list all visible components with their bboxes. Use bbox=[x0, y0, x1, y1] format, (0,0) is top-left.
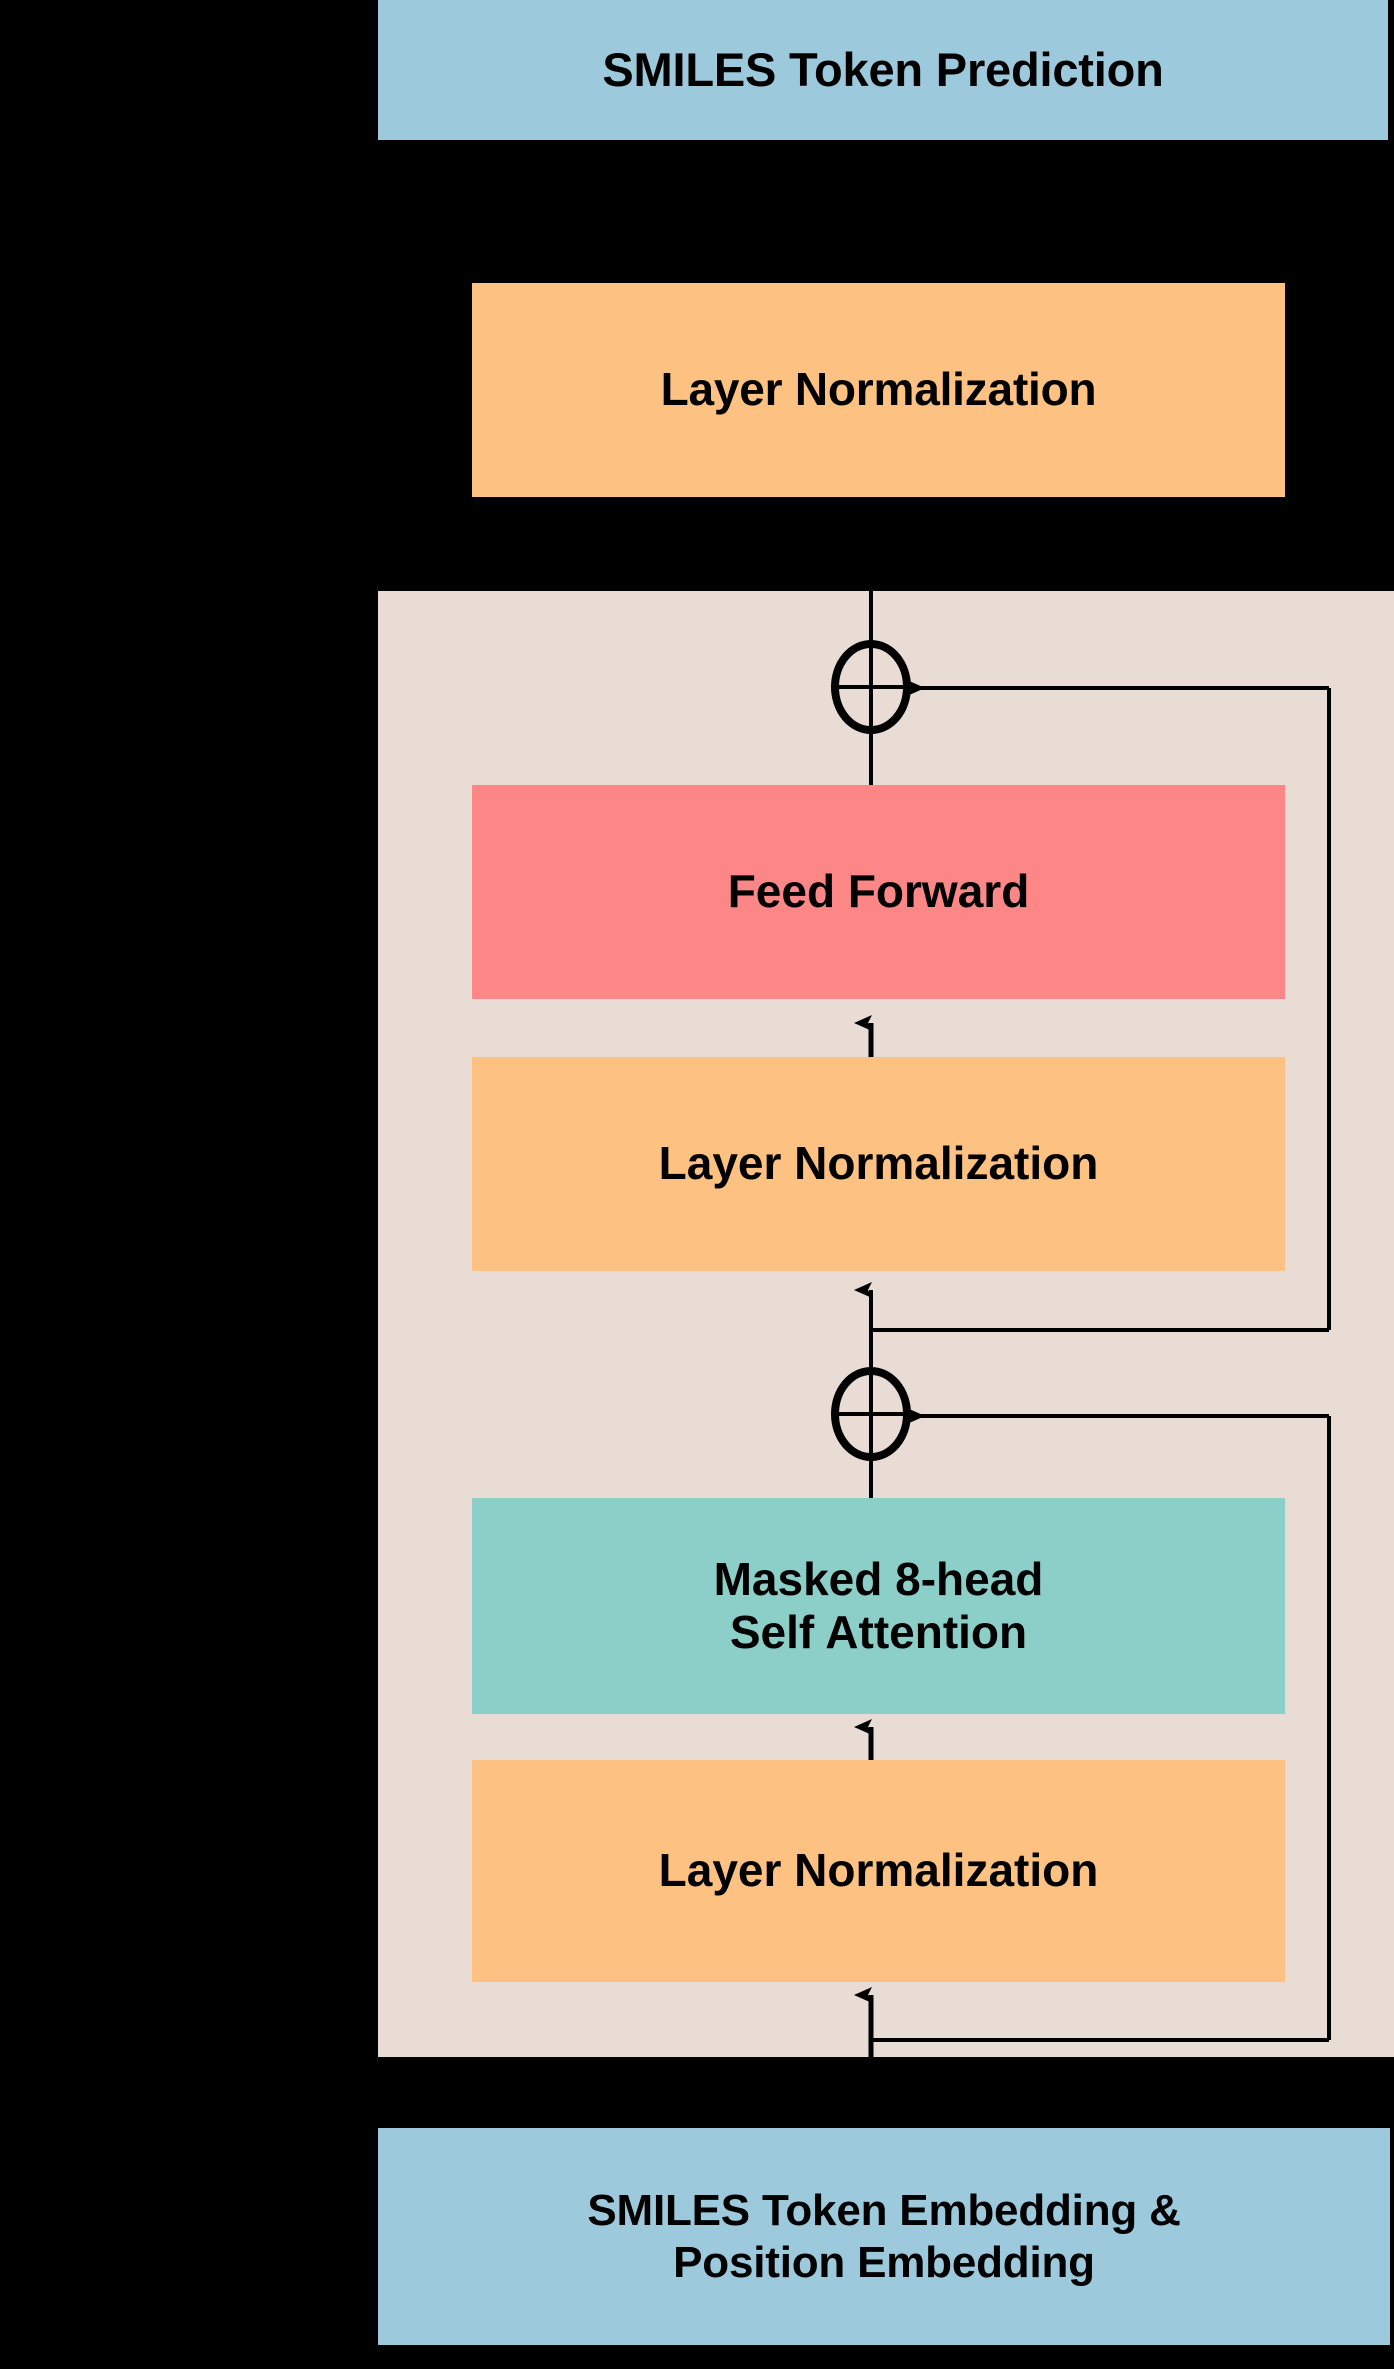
block-layer-normalization-bottom[interactable]: Layer Normalization bbox=[472, 1760, 1285, 1982]
block-label-top-output: SMILES Token Prediction bbox=[602, 42, 1164, 96]
block-label-bottom-input-line2: Position Embedding bbox=[673, 2237, 1095, 2287]
block-smiles-token-prediction[interactable]: SMILES Token Prediction bbox=[378, 0, 1388, 140]
block-final-layer-normalization[interactable]: Layer Normalization bbox=[472, 283, 1285, 497]
block-label-attention-line1: Masked 8-head bbox=[713, 1552, 1044, 1605]
block-label-bottom-input-line1: SMILES Token Embedding & bbox=[587, 2186, 1181, 2236]
block-layer-normalization-mid[interactable]: Layer Normalization bbox=[472, 1057, 1285, 1271]
block-label-final-layer-norm: Layer Normalization bbox=[660, 363, 1097, 416]
block-feed-forward[interactable]: Feed Forward bbox=[472, 785, 1285, 999]
transformer-decoder-block-container: Feed Forward Layer Normalization Masked … bbox=[378, 591, 1394, 2057]
block-label-attention-line2: Self Attention bbox=[729, 1606, 1028, 1658]
block-label-layer-norm-mid: Layer Normalization bbox=[658, 1137, 1099, 1190]
block-label-layer-norm-bottom: Layer Normalization bbox=[658, 1844, 1099, 1897]
block-masked-multi-head-self-attention[interactable]: Masked 8-head Self Attention bbox=[472, 1498, 1285, 1714]
block-label-feed-forward: Feed Forward bbox=[727, 865, 1030, 918]
block-smiles-token-and-position-embedding[interactable]: SMILES Token Embedding & Position Embedd… bbox=[378, 2128, 1390, 2345]
